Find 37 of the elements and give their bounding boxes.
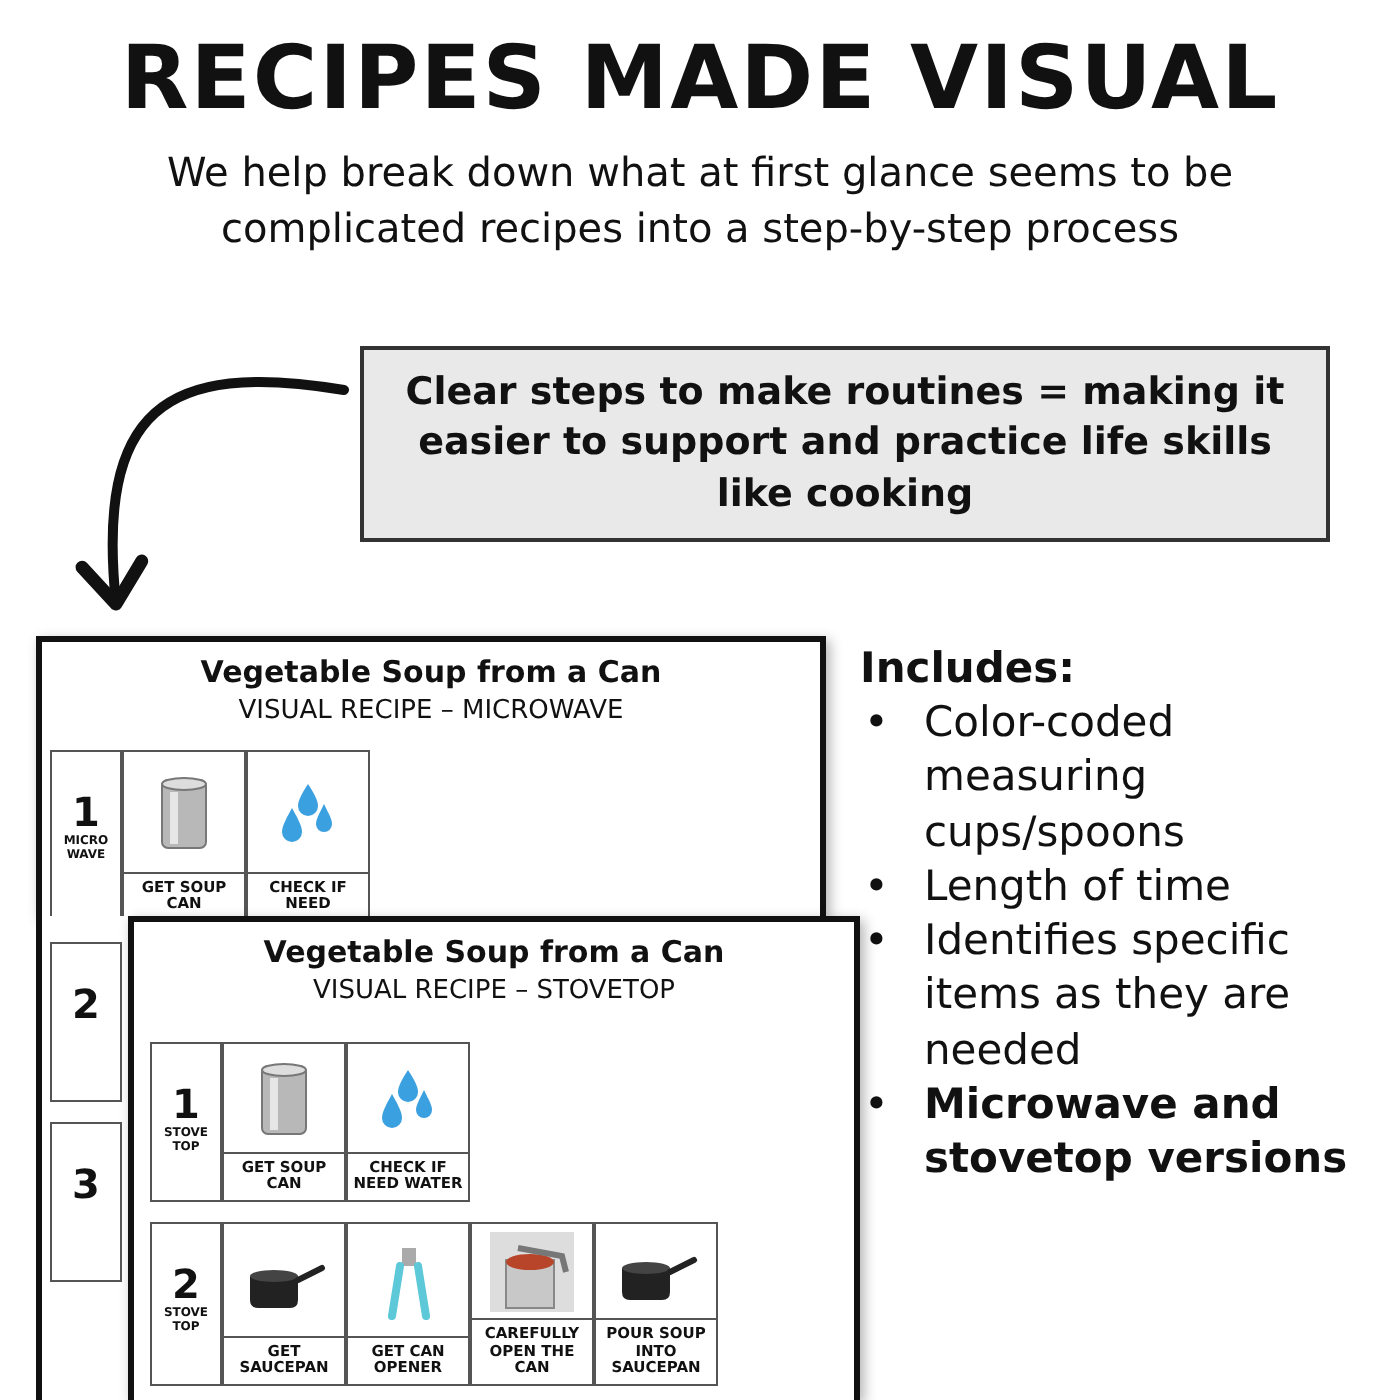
bullet-item: Color-coded measuring cups/spoons [924, 696, 1187, 860]
step-cell [150, 1222, 222, 1386]
bullet-marker: • [862, 1078, 891, 1133]
bullet-item: Identifies specific items as they are needed [924, 914, 1293, 1078]
step-number: 2 [172, 1260, 200, 1308]
step-number: 2 [72, 980, 100, 1028]
worksheet-title: Vegetable Soup from a Can [261, 934, 727, 970]
worksheet [36, 636, 826, 916]
subtitle-text: We help break down what at first glance seems to be complicated recipes into a step-by-step process [164, 146, 1236, 256]
bullet-marker: • [862, 914, 891, 969]
bullet-item: Microwave and stovetop versions [924, 1078, 1350, 1187]
step-cell [50, 750, 122, 922]
step-number: 3 [72, 1160, 100, 1208]
worksheet-subtitle: VISUAL RECIPE – MICROWAVE [236, 696, 626, 726]
page-title: RECIPES MADE VISUAL [118, 28, 1282, 130]
recipe-step-cell [222, 1222, 346, 1386]
recipe-step-cell [594, 1222, 718, 1386]
bullet-marker: • [862, 696, 891, 750]
step-number: 1 [172, 1080, 200, 1128]
recipe-step-cell [222, 1042, 346, 1202]
step-cell [50, 942, 122, 1102]
bullet-marker: • [862, 859, 891, 914]
callout-box: Clear steps to make routines = making it easier to support and practice life skills like cooking [360, 346, 1330, 542]
step-number: 1 [72, 788, 100, 836]
worksheet-title: Vegetable Soup from a Can [198, 654, 664, 690]
step-cell [50, 1122, 122, 1282]
worksheet-subtitle: VISUAL RECIPE – STOVETOP [310, 976, 678, 1006]
worksheet [128, 916, 860, 1400]
bullet-item: Length of time [924, 859, 1231, 914]
recipe-step-cell [122, 750, 246, 922]
recipe-step-cell [470, 1222, 594, 1386]
recipe-step-cell [246, 750, 370, 922]
curved-arrow [76, 376, 349, 611]
recipe-step-cell [346, 1222, 470, 1386]
recipe-step-cell [346, 1042, 470, 1202]
step-cell [150, 1042, 222, 1202]
list-heading: Includes: [860, 644, 1078, 692]
